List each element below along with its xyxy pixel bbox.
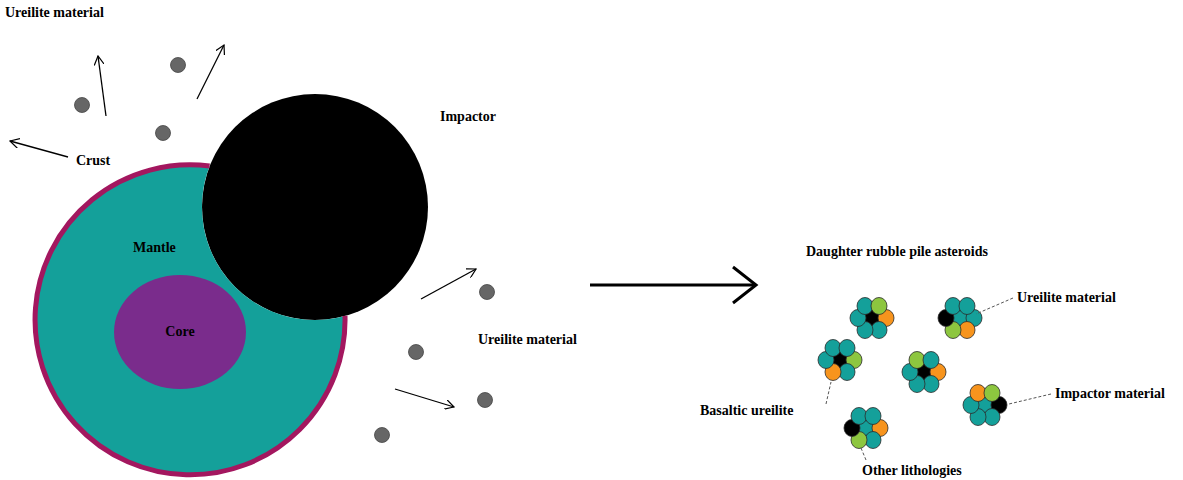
core-fill [114,275,246,389]
ejecta-particle [409,345,424,360]
ejecta-label: Ureilite material [478,331,577,349]
rubble-fragment [851,408,867,425]
node-label: Mantle [133,239,176,257]
rubble-fragment [865,432,881,449]
trajectory-arrow [10,141,68,157]
impactor-body [202,94,428,320]
ejecta-label: Ureilite material [5,4,104,22]
rubble-pile-asteroid [902,352,946,393]
trajectory-arrow [421,269,476,299]
leader-line [826,382,831,404]
rubble-fragment [923,352,939,369]
process-arrow-shaft [590,284,755,287]
daughter-asteroids [818,298,1007,449]
rubble-fragment [945,298,961,315]
rubble-fragment [984,385,1000,402]
callout-label: Ureilite material [1017,289,1116,307]
ejecta-particle [75,98,90,113]
leader-lines [826,298,1051,460]
rubble-pile-asteroid [844,408,888,449]
rubble-fragment [909,352,925,369]
ejecta-particle [375,428,390,443]
mantle-fill [35,165,345,475]
trajectory-arrow [197,45,224,99]
mantle-body: Core Mantle [35,165,345,475]
rubble-fragment [825,340,841,357]
rubble-fragment [839,364,855,381]
ejecta-particle [480,285,495,300]
trajectory-arrow [395,389,454,407]
callout-label: Impactor material [1055,385,1165,403]
impactor-label: Impactor [440,108,496,126]
callout-label: Other lithologies [862,462,962,480]
callout-label: Basaltic ureilite [700,402,793,420]
rubble-fragment [871,322,887,339]
core-ellipse: Core [114,275,246,389]
rubble-fragment [923,376,939,393]
rubble-pile-asteroid [818,340,862,381]
rubble-fragment [871,298,887,315]
ejecta-particle [156,126,171,141]
rubble-fragment [959,322,975,339]
rubble-pile-asteroid [850,298,894,339]
rubble-fragment [857,298,873,315]
trajectory-arrow [98,56,106,116]
crust-label: Crust [76,152,110,170]
crust-band [35,165,345,475]
leader-line [1009,394,1051,404]
rubble-fragment [970,385,986,402]
ejecta-particle [478,393,493,408]
leader-line [861,448,866,460]
process-arrow-head [733,267,756,303]
rubble-fragment [865,408,881,425]
node-label: Core [165,323,194,341]
rubble-fragment [959,298,975,315]
rubble-fragment [839,340,855,357]
rubble-pile-asteroid [963,385,1007,426]
rubble-fragment [984,409,1000,426]
rubble-pile-asteroid [938,298,982,339]
process-arrow [590,267,756,303]
ejecta-particle [171,58,186,73]
result-title: Daughter rubble pile asteroids [806,243,988,261]
leader-line [976,298,1013,314]
